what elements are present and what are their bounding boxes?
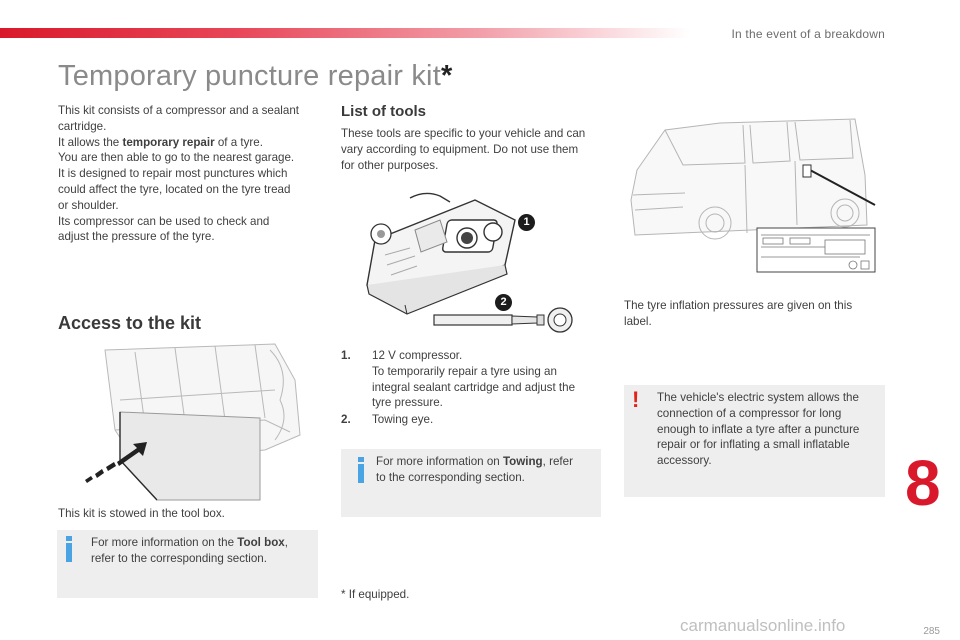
tools-desc-line: for other purposes. (341, 158, 439, 172)
warning-line: The vehicle's electric system allows the (657, 391, 859, 404)
towing-note-text: For more information on Towing, refer to… (376, 454, 598, 486)
towing-eye-illustration (433, 307, 573, 333)
warning-line: accessory. (657, 454, 712, 468)
stowed-text: This kit is stowed in the tool box. (58, 507, 225, 520)
note-prefix: For more information on the (91, 536, 238, 549)
intro-line: cartridge. (58, 119, 107, 133)
tools-description: These tools are specific to your vehicle… (341, 126, 611, 173)
intro-repair-bold: temporary repair (122, 135, 215, 149)
tools-desc-line: vary according to equipment. Do not use … (341, 142, 579, 156)
list-number: 1. (341, 349, 351, 362)
intro-line: It is designed to repair most punctures … (58, 167, 288, 181)
list-text: Towing eye. (372, 412, 612, 428)
pressure-label-text: The tyre inflation pressures are given o… (624, 298, 879, 330)
towing-info-note: For more information on Towing, refer to… (341, 449, 601, 517)
intro-line: Its compressor can be used to check and (58, 214, 270, 228)
pressure-line: label. (624, 314, 652, 328)
intro-line: or shoulder. (58, 198, 119, 212)
list-line: To temporarily repair a tyre using an (372, 364, 557, 378)
tool-box-info-note: For more information on the Tool box, re… (57, 530, 318, 598)
page-title-text: Temporary puncture repair kit (58, 60, 441, 92)
callout-badge-1: 1 (518, 214, 535, 231)
intro-paragraph: This kit consists of a compressor and a … (58, 103, 323, 245)
info-icon (63, 536, 75, 562)
intro-repair-line: It allows the temporary repair of a tyre… (58, 135, 323, 151)
note-suffix: , refer (542, 455, 573, 468)
tool-list-item-2: 2. Towing eye. (341, 412, 611, 430)
list-line: 12 V compressor. (372, 349, 463, 362)
pressure-line: The tyre inflation pressures are given o… (624, 299, 853, 312)
warning-line: enough to inflate a tyre after a punctur… (657, 422, 860, 436)
intro-line: adjust the pressure of the tyre. (58, 230, 215, 244)
list-line: integral sealant cartridge and adjust th… (372, 380, 576, 394)
tool-list-item-1: 1. 12 V compressor. To temporarily repai… (341, 348, 611, 418)
note-prefix: For more information on (376, 455, 503, 468)
tools-heading: List of tools (341, 103, 426, 120)
watermark: carmanualsonline.info (680, 616, 846, 635)
note-line: to the corresponding section. (376, 470, 525, 484)
intro-repair-prefix: It allows the (58, 135, 123, 149)
footnote: * If equipped. (341, 588, 410, 601)
header-accent-bar (0, 28, 690, 38)
intro-line: could affect the tyre, located on the ty… (58, 182, 291, 196)
chapter-number: 8 (905, 447, 941, 519)
tool-box-note-text: For more information on the Tool box, re… (91, 535, 316, 567)
callout-badge-2: 2 (495, 294, 512, 311)
intro-repair-suffix: of a tyre. (214, 135, 263, 149)
warning-icon: ! (632, 387, 640, 412)
intro-line: This kit consists of a compressor and a … (58, 104, 300, 117)
towing-link[interactable]: Towing (502, 455, 543, 468)
tool-box-link[interactable]: Tool box (237, 536, 285, 549)
access-heading: Access to the kit (58, 313, 202, 333)
list-line: tyre pressure. (372, 396, 443, 410)
intro-line: You are then able to go to the nearest g… (58, 151, 295, 165)
warning-line: repair or for inflating a small inflatab… (657, 438, 850, 452)
warning-line: connection of a compressor for long (657, 406, 842, 420)
note-line: refer to the corresponding section. (91, 551, 267, 565)
page-title: Temporary puncture repair kit* (58, 60, 452, 93)
page-title-asterisk: * (440, 60, 453, 92)
tools-desc-line: These tools are specific to your vehicle… (341, 127, 586, 140)
note-suffix: , (284, 536, 288, 549)
list-text: 12 V compressor. To temporarily repair a… (372, 348, 612, 411)
list-line: Towing eye. (372, 413, 434, 426)
info-icon (355, 457, 367, 483)
section-title: In the event of a breakdown (731, 27, 885, 41)
list-number: 2. (341, 413, 351, 426)
page-number: 285 (923, 626, 940, 637)
van-illustration (630, 118, 876, 273)
electric-warning-note: ! The vehicle's electric system allows t… (624, 385, 885, 497)
tool-box-illustration (85, 343, 301, 501)
compressor-kit-illustration (366, 192, 516, 315)
warning-text: The vehicle's electric system allows the… (657, 390, 882, 469)
